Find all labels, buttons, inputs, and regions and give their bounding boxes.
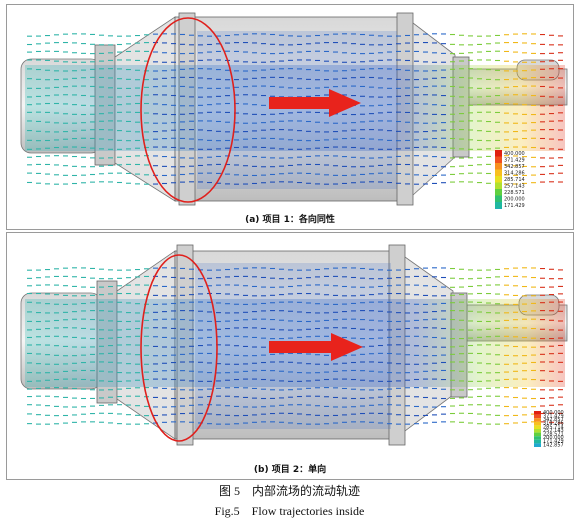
legend-label: 142.857 [543,442,564,448]
legend-swatch [495,189,502,196]
legend-label: 371.429 [543,413,564,419]
legend-label: 257.143 [543,428,564,434]
legend-swatch [495,156,502,163]
legend-label: 342.857 [504,164,525,170]
legend-label: 285.714 [543,424,564,430]
panel-b-flow-lines [27,267,563,425]
legend-label: 257.143 [504,184,525,190]
figure-caption-cn: 图 5 内部流场的流动轨迹 [218,484,360,498]
legend-swatch [534,432,541,437]
legend-label: 200.000 [504,197,525,203]
legend-label: 200.000 [543,435,564,441]
legend-label: 228.571 [504,190,525,196]
legend-label: 342.857 [543,417,564,423]
panel-a-flow-visualization: 400.000371.429342.857314.286285.714257.1… [20,12,568,209]
legend-swatch [495,195,502,202]
legend-label: 314.286 [543,421,564,427]
legend-label: 285.714 [504,177,525,183]
legend-swatch [495,182,502,189]
legend-label: 400.000 [543,410,564,416]
legend-swatch [534,421,541,426]
legend-label: 371.429 [504,158,525,164]
legend-label: 171.429 [504,203,525,209]
legend-swatch [534,414,541,419]
highlight-ellipse [140,254,218,442]
panel-b-color-legend: 400.000371.429342.857314.286285.714257.1… [534,410,564,448]
panel-a-color-legend: 400.000371.429342.857314.286285.714257.1… [495,150,525,209]
legend-swatch [534,443,541,447]
legend-swatch [534,439,541,444]
panel-a-caption: (a) 项目 1：各向同性 [245,215,335,225]
legend-swatch [495,176,502,183]
legend-swatch [534,418,541,422]
panel-b-caption: (b) 项目 2：单向 [253,465,327,475]
flow-direction-arrow [269,333,363,361]
legend-swatch [495,163,502,170]
panel-a-flow-lines [27,33,563,185]
legend-label: 400.000 [504,151,525,157]
legend-label: 228.571 [543,431,564,437]
legend-swatch [495,208,502,209]
legend-swatch [534,425,541,429]
legend-label: 314.286 [504,171,525,177]
legend-swatch [534,436,541,440]
flow-direction-arrow [269,89,361,117]
legend-swatch [534,429,541,433]
highlight-ellipse [140,17,236,203]
legend-swatch [495,202,502,209]
figure-caption-en: Fig.5 Flow trajectories inside [214,504,365,518]
legend-label: 171.429 [543,439,564,445]
legend-swatch [495,150,502,157]
legend-swatch [534,411,541,415]
legend-swatch [495,169,502,176]
panel-b-flow-visualization: 400.000371.429342.857314.286285.714257.1… [20,244,568,448]
